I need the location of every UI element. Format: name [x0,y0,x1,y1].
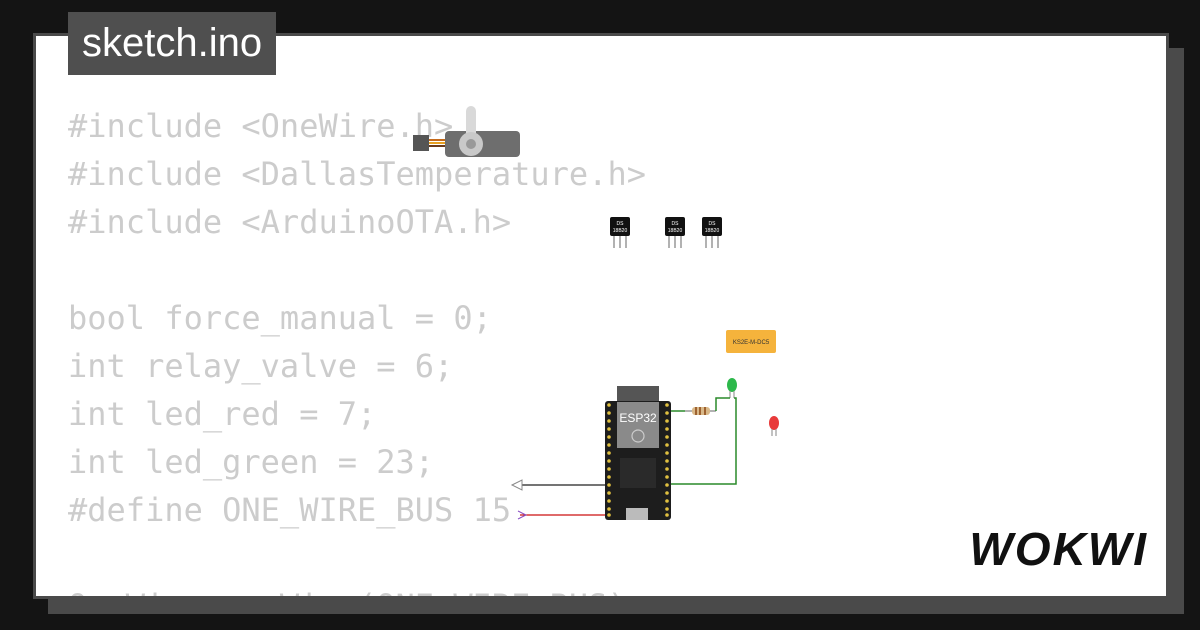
code-line: int relay_valve = 6; [68,347,454,385]
sensor-label-bottom: 18B20 [613,228,628,234]
file-tab[interactable]: sketch.ino [68,12,277,75]
code-line: #define ONE_WIRE_BUS 15 [68,491,512,529]
led-green[interactable] [727,378,737,398]
sensor-label-top: DS [672,221,680,227]
code-line: #include <DallasTemperature.h> [68,155,646,193]
code-view: #include <OneWire.h>#include <DallasTemp… [68,102,646,596]
temperature-sensor-1[interactable]: DS 18B20 [610,217,630,248]
temperature-sensor-3[interactable]: DS 18B20 [702,217,722,248]
servo-hub-icon [466,139,476,149]
wire-green [715,397,730,411]
power-arrow-icon [517,510,528,520]
board-label: ESP32 [619,411,657,425]
code-line: OneWire oneWire(ONE_WIRE_BUS); [68,582,646,596]
sensor-label-top: DS [617,221,625,227]
servo-motor[interactable] [413,106,520,157]
code-line: int led_green = 23; [68,443,435,481]
ground-arrow-icon [510,479,523,491]
wire-green [610,397,737,485]
usb-port [626,508,648,520]
esp32-board[interactable]: ESP32 [605,386,671,520]
wokwi-logo: WOKWI [969,523,1148,575]
sensor-label-bottom: 18B20 [668,228,683,234]
resistor[interactable] [685,407,716,415]
relay-label: KS2E-M-DC5 [733,340,770,346]
espressif-logo-icon [631,429,645,443]
led-red[interactable] [769,416,779,436]
code-line: bool force_manual = 0; [68,299,492,337]
preview-card: #include <OneWire.h>#include <DallasTemp… [33,33,1169,599]
code-line: int led_red = 7; [68,395,377,433]
temperature-sensor-2[interactable]: DS 18B20 [665,217,685,248]
sensor-label-bottom: 18B20 [705,228,720,234]
relay-module[interactable]: KS2E-M-DC5 [726,330,776,353]
sensor-label-top: DS [709,221,717,227]
code-line: #include <ArduinoOTA.h> [68,203,512,241]
